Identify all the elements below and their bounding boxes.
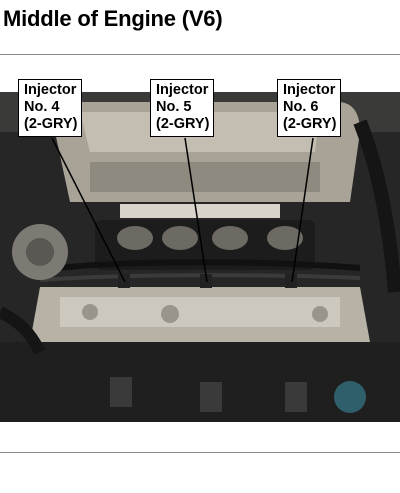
- bottom-divider: [0, 452, 400, 453]
- callout-line: No. 5: [156, 99, 192, 115]
- callout-line: (2-GRY): [24, 116, 78, 132]
- callout-injector-6: Injector No. 6 (2-GRY): [277, 79, 342, 137]
- callout-injector-4: Injector No. 4 (2-GRY): [18, 79, 83, 137]
- callout-line: (2-GRY): [156, 116, 210, 132]
- engine-illustration: [0, 92, 400, 422]
- engine-photo: [0, 92, 400, 422]
- page-title: Middle of Engine (V6): [3, 6, 223, 31]
- callout-line: (2-GRY): [283, 116, 337, 132]
- callout-injector-5: Injector No. 5 (2-GRY): [150, 79, 215, 137]
- callout-line: Injector: [156, 82, 209, 98]
- callout-line: No. 6: [283, 99, 319, 115]
- callout-line: Injector: [24, 82, 77, 98]
- callout-line: Injector: [283, 82, 336, 98]
- callout-line: No. 4: [24, 99, 60, 115]
- top-divider: [0, 54, 400, 55]
